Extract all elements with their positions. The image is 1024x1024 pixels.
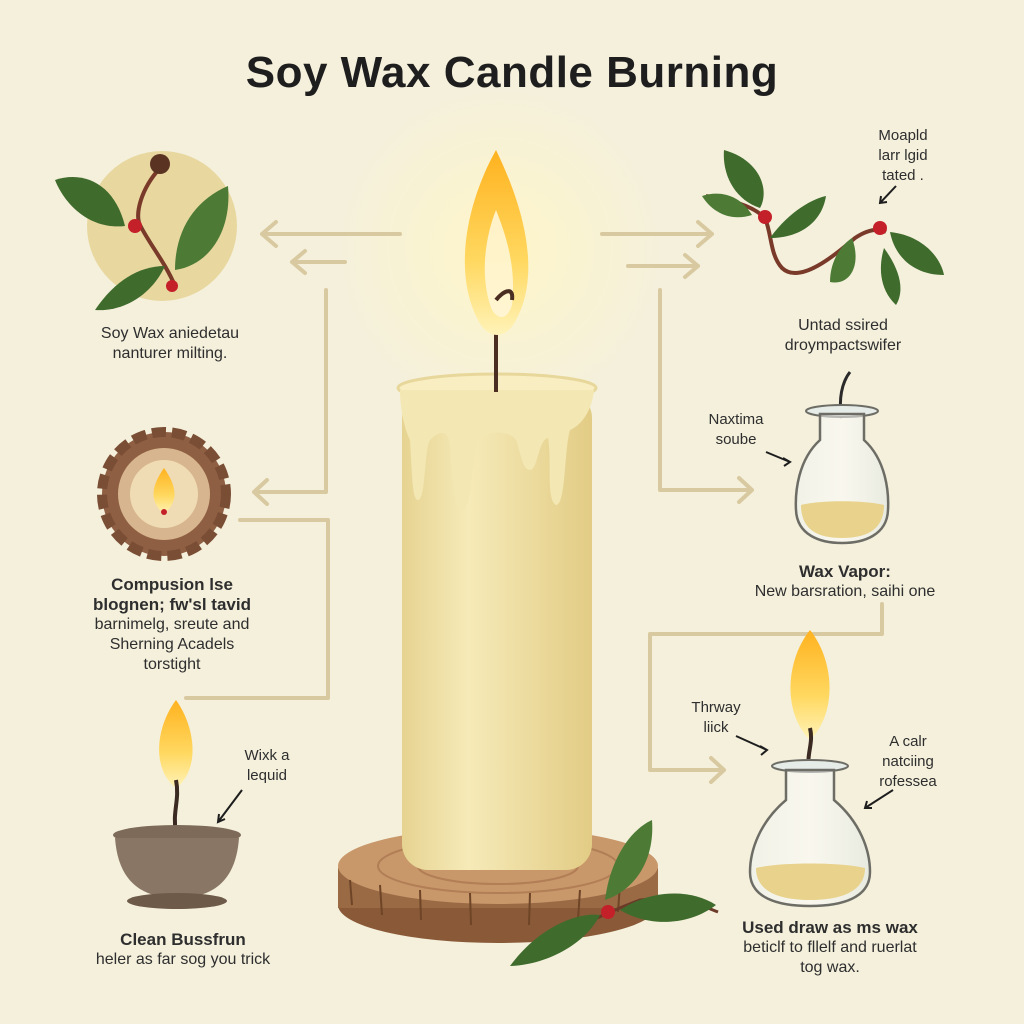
label-moapld-line3: tated . <box>882 167 924 184</box>
label-used-draw-line1: Used draw as ms wax <box>742 918 918 937</box>
label-wax-vapor-line1: Wax Vapor: <box>799 562 891 581</box>
base-leaf-sprig <box>510 820 719 966</box>
oil-lamp-icon <box>113 700 241 909</box>
label-untad-line2: droympactswifer <box>784 337 902 354</box>
wax-seal-flame-icon <box>97 427 231 561</box>
label-naxtima: Naxtima soube <box>690 410 782 450</box>
label-combustion-line4: Sherning Acadels <box>109 636 235 653</box>
label-combustion: Compusion lse blognen; fw'sl tavid barni… <box>52 575 292 675</box>
berry-vine-icon <box>702 150 944 305</box>
connector-arrows <box>184 220 884 784</box>
glass-flask-flame-icon <box>748 630 872 908</box>
label-combustion-line5: torstight <box>143 656 201 673</box>
arrow-left-bottom <box>184 518 330 700</box>
label-soy-wax: Soy Wax aniedetau nanturer milting. <box>60 324 280 364</box>
arrow-right-vapor <box>658 288 754 504</box>
arrow-left-top <box>260 220 402 248</box>
arrow-left-combustion <box>252 288 328 506</box>
arrow-left-second <box>290 249 347 275</box>
label-combustion-line3: barnimelg, sreute and <box>94 616 250 633</box>
pointer-moapld <box>878 185 897 205</box>
label-a-calr-line1: A calr <box>889 733 927 750</box>
label-used-draw-line2: beticlf to fllelf and ruerlat <box>743 939 917 956</box>
label-wick-liquid: Wixk a lequid <box>232 746 302 786</box>
arrow-right-top <box>600 220 714 248</box>
label-untad-line1: Untad ssired <box>798 317 888 334</box>
label-clean-burn-line2: heler as far sog you trick <box>95 951 271 968</box>
label-wick-liquid-line1: Wixk a <box>244 747 290 764</box>
label-moapld-line1: Moapld <box>878 127 928 144</box>
label-a-calr-line3: rofessea <box>879 773 937 790</box>
pointer-arrows <box>216 185 897 824</box>
label-thrway-line1: Thrway <box>691 699 741 716</box>
pointer-thrway <box>735 735 769 756</box>
label-untad: Untad ssired droympactswifer <box>738 316 948 356</box>
label-clean-burn: Clean Bussfrun heler as far sog you tric… <box>58 930 308 970</box>
label-clean-burn-line1: Clean Bussfrun <box>120 930 246 949</box>
pointer-wick-liquid <box>216 789 243 824</box>
label-naxtima-line1: Naxtima <box>708 411 764 428</box>
label-moapld-line2: larr lgid <box>878 147 928 164</box>
candle-icon <box>396 150 598 870</box>
label-thrway-line2: liick <box>703 719 729 736</box>
glass-flask-icon <box>794 371 890 545</box>
label-thrway: Thrway liick <box>676 698 756 738</box>
label-moapld: Moapld larr lgid tated . <box>858 126 948 186</box>
label-wax-vapor-line2: New barsration, saihi one <box>754 583 936 600</box>
arrow-right-bottom <box>648 602 884 784</box>
label-naxtima-line2: soube <box>715 431 757 448</box>
label-soy-wax-line2: nanturer milting. <box>112 345 228 362</box>
label-wax-vapor: Wax Vapor: New barsration, saihi one <box>720 562 970 602</box>
label-used-draw-line3: tog wax. <box>800 959 860 976</box>
label-a-calr-line2: natciing <box>882 753 934 770</box>
pointer-a-calr <box>863 789 894 809</box>
label-combustion-line1: Compusion lse <box>111 575 233 594</box>
pointer-naxtima <box>765 451 792 467</box>
arrow-right-second <box>626 253 700 279</box>
label-wick-liquid-line2: lequid <box>246 767 288 784</box>
label-soy-wax-line1: Soy Wax aniedetau <box>100 325 240 342</box>
leaf-branch-icon <box>55 151 237 311</box>
label-a-calr: A calr natciing rofessea <box>856 732 960 792</box>
label-used-draw: Used draw as ms wax beticlf to fllelf an… <box>700 918 960 978</box>
label-combustion-line2: blognen; fw'sl tavid <box>93 595 251 614</box>
diagram-title: Soy Wax Candle Burning <box>245 48 779 97</box>
